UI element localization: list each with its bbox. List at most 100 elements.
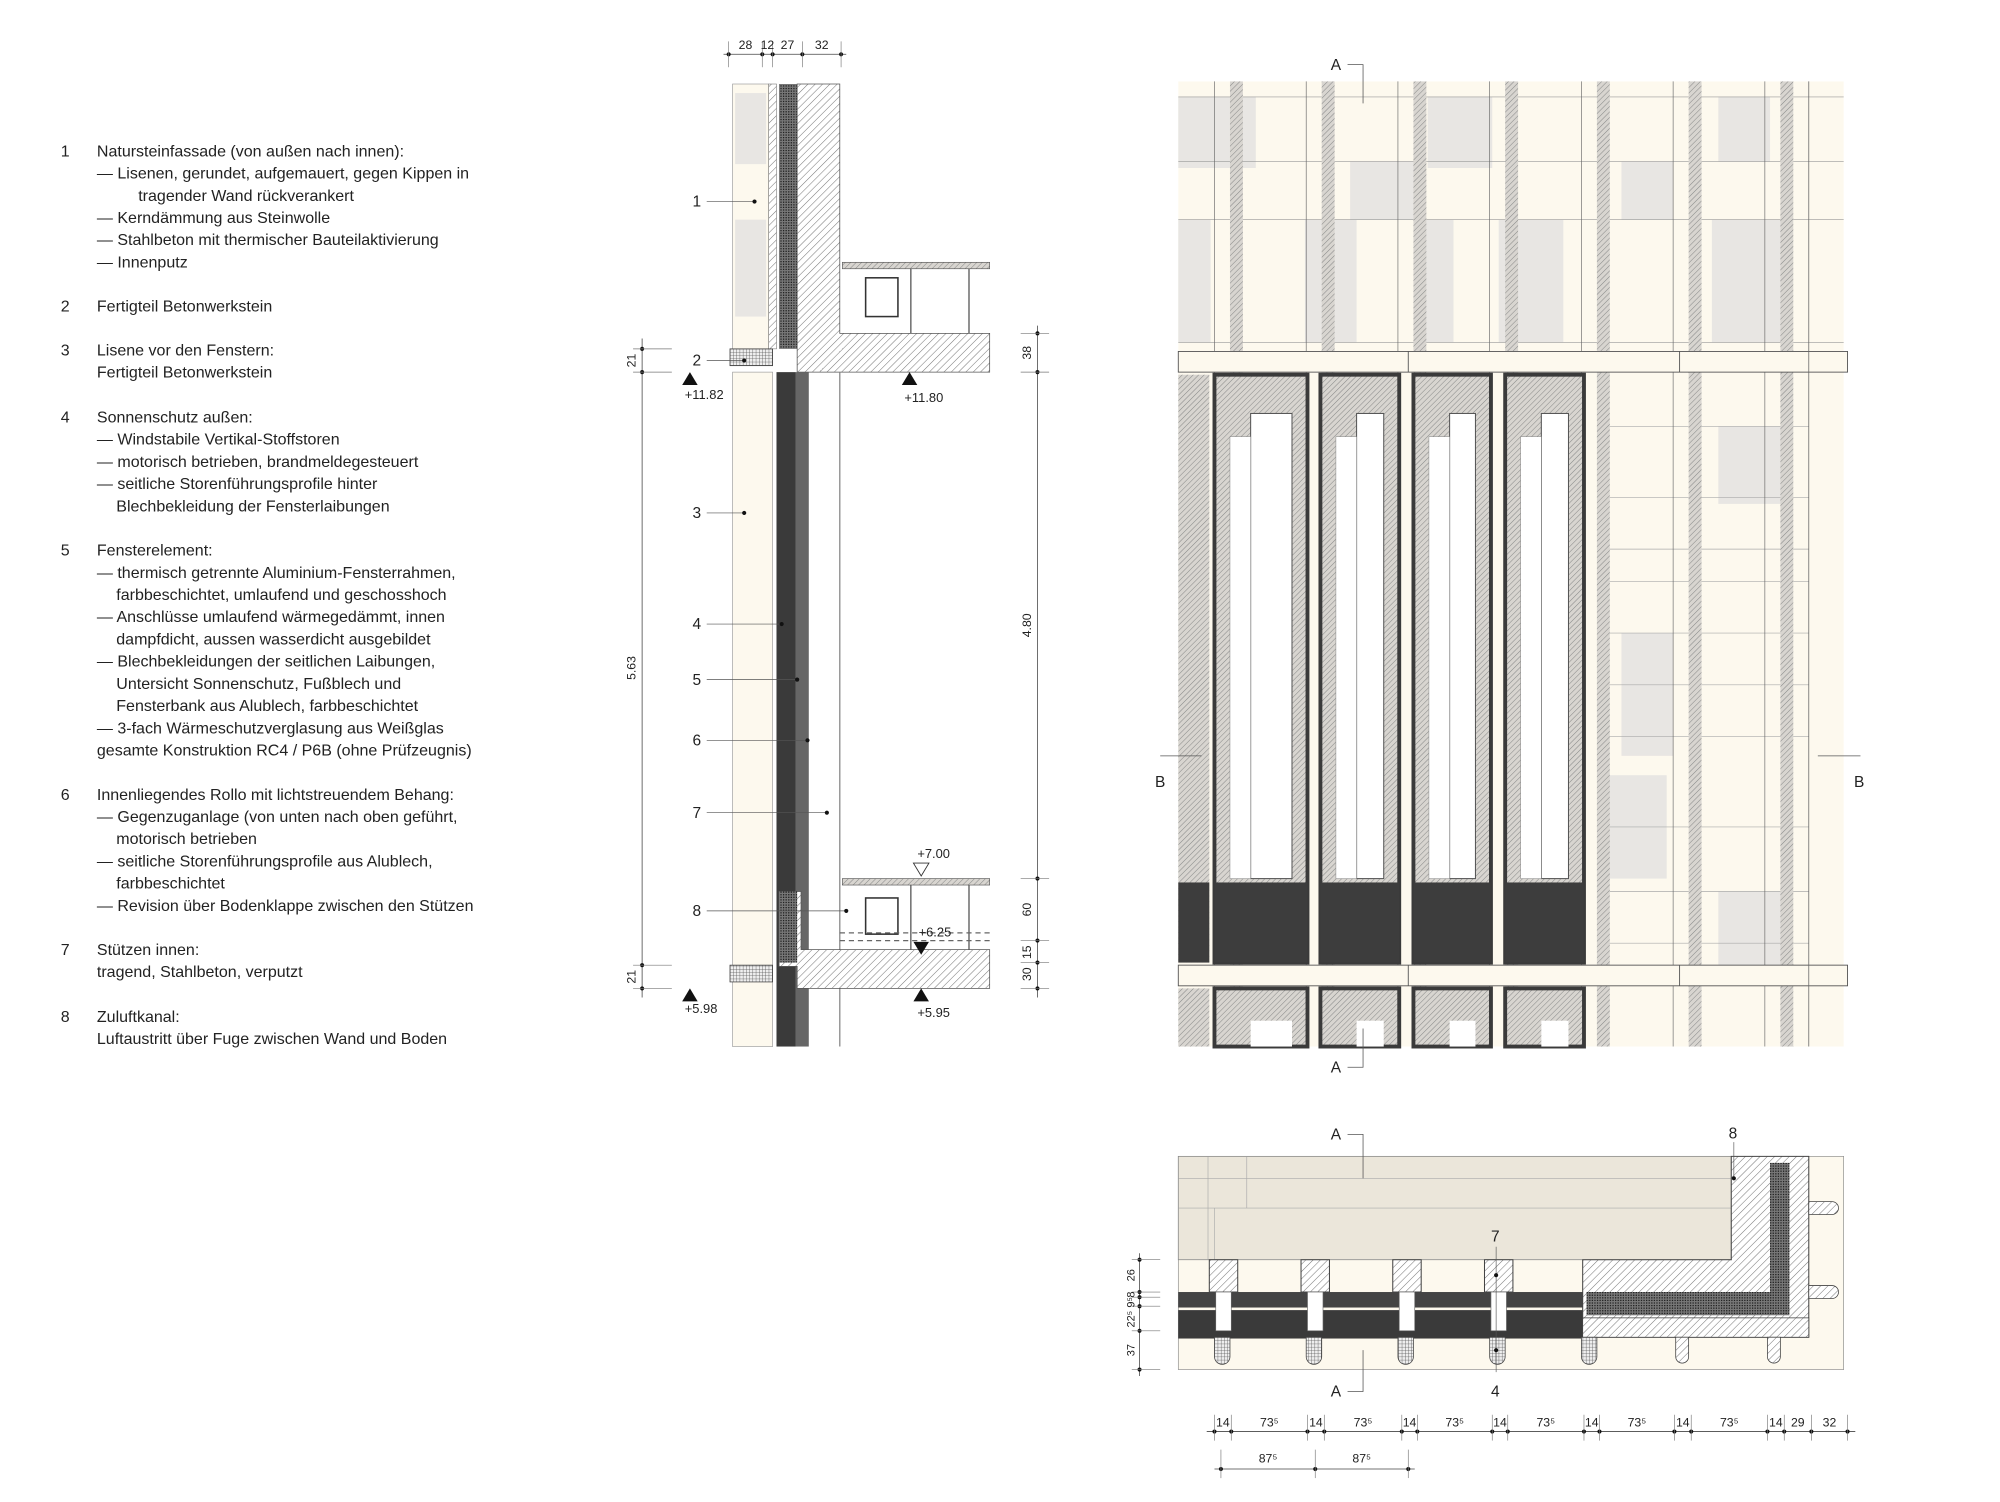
inner-blind: [1178, 1292, 1583, 1308]
window-panel: [1214, 882, 1308, 963]
window-glass: [1229, 436, 1251, 879]
section-right-dim: 38: [1020, 346, 1034, 360]
cut-label-b-left: B: [1155, 774, 1165, 791]
section-callout: 3: [693, 505, 702, 522]
stone-block: [1621, 633, 1674, 756]
section-callout: 5: [693, 672, 702, 689]
plan-bottom-dim: 73⁵: [1445, 1415, 1464, 1429]
rounded-lisene: [1675, 1336, 1690, 1364]
window-partial: [1178, 374, 1210, 963]
section-right-dim: 15: [1020, 945, 1034, 959]
window-glass: [1540, 412, 1569, 880]
legend-line: Fertigteil Betonwerkstein: [97, 297, 272, 315]
section-left-dim: 21: [625, 354, 639, 368]
stone-block: [1718, 426, 1783, 504]
window-glass: [1250, 412, 1293, 880]
legend-line: dampfdicht, aussen wasserdicht ausgebild…: [116, 630, 431, 648]
legend-line: gesamte Konstruktion RC4 / P6B (ohne Prü…: [97, 742, 472, 760]
legend-line: farbbeschichtet, umlaufend und geschossh…: [116, 586, 446, 604]
legend-line: — Kerndämmung aus Steinwolle: [97, 209, 330, 227]
legend-line: — Lisenen, gerundet, aufgemauert, gegen …: [97, 165, 469, 183]
stone-block: [1421, 219, 1454, 343]
legend-number: 2: [61, 297, 70, 315]
window-glass: [1428, 436, 1450, 879]
plan-bottom-dim: 14: [1676, 1415, 1690, 1429]
plan-bottom-dim: 73⁵: [1536, 1415, 1555, 1429]
lisene-base: [1582, 1317, 1810, 1338]
window-panel: [1505, 882, 1584, 963]
section-callout: 6: [693, 733, 702, 750]
section-right-dim: 30: [1020, 967, 1034, 981]
legend-number: 1: [61, 142, 70, 160]
level-marker-open-icon: [912, 862, 930, 877]
level-label: +6.25: [919, 925, 952, 940]
stone-block: [1350, 161, 1422, 220]
stone-block: [1427, 96, 1493, 168]
stone-block: [1178, 219, 1211, 343]
corner-lisene: [1808, 1201, 1839, 1215]
section-top-dim: 32: [815, 38, 829, 52]
legend-line: Luftaustritt über Fuge zwischen Wand und…: [97, 1030, 447, 1048]
legend-number: 6: [61, 786, 70, 804]
level-marker-icon: [682, 988, 698, 1002]
legend-line: — Blechbekleidungen der seitlichen Laibu…: [97, 653, 435, 671]
plan-left-dim: 22⁵: [1125, 1311, 1137, 1328]
stone-block: [1178, 96, 1256, 168]
elevation-labels: A A B B: [1155, 57, 1864, 1077]
cut-label-a-bottom: A: [1331, 1059, 1342, 1076]
mullion: [1215, 1291, 1232, 1332]
stone-block: [1711, 219, 1790, 343]
insulation: [1586, 1162, 1790, 1316]
column: [1483, 1259, 1514, 1293]
plan-left-dim: 8: [1125, 1292, 1137, 1298]
section-callout: 4: [693, 616, 702, 633]
plan-bottom-dim: 14: [1309, 1415, 1323, 1429]
level-label: +5.95: [917, 1005, 950, 1020]
window-panel: [1178, 882, 1210, 963]
legend-line: — seitliche Storenführungsprofile aus Al…: [97, 852, 433, 870]
plan-bottom-dim: 73⁵: [1628, 1415, 1647, 1429]
plan-callout-7: 7: [1491, 1229, 1500, 1246]
pilaster: [1596, 81, 1610, 1047]
vertical-section: [729, 83, 991, 1047]
window-glass: [1356, 1020, 1384, 1047]
mullion: [1307, 1291, 1324, 1332]
window-glass: [1541, 1020, 1569, 1047]
cut-label-a-top: A: [1331, 57, 1342, 74]
plan-left-dim: 37: [1125, 1344, 1137, 1356]
legend: 1 Natursteinfassade (von außen nach innen…: [61, 142, 474, 1048]
rounded-lisene: [1581, 1336, 1598, 1365]
window-glass: [1250, 1020, 1292, 1047]
legend-line: motorisch betrieben: [116, 830, 257, 848]
stone-block: [1621, 161, 1674, 220]
window-glass: [1335, 436, 1357, 879]
legend-number: 4: [61, 409, 70, 427]
legend-line: Fensterelement:: [97, 542, 213, 560]
legend-line: Zuluftkanal:: [97, 1008, 180, 1026]
legend-line: — Gegenzuganlage (von unten nach oben ge…: [97, 808, 458, 826]
plan-cut-label-a-bottom: A: [1331, 1384, 1342, 1401]
level-label: +5.98: [685, 1001, 718, 1016]
glazing-band: [1178, 1310, 1583, 1339]
section-right-dim: 4.80: [1020, 613, 1034, 637]
plan-bottom-dim: 29: [1791, 1415, 1805, 1429]
stone-block: [1718, 891, 1790, 970]
column: [1300, 1259, 1330, 1293]
elevation: [1177, 81, 1848, 1049]
level-label: +7.00: [917, 846, 950, 861]
legend-line: — seitliche Storenführungsprofile hinter: [97, 475, 378, 493]
plan-bottom-dim: 14: [1585, 1415, 1599, 1429]
plan-bottom-dim: 73⁵: [1260, 1415, 1279, 1429]
mullion: [1398, 1291, 1416, 1332]
legend-line: Blechbekleidung der Fensterlaibungen: [116, 497, 389, 515]
plan-bottom-dim: 32: [1823, 1415, 1837, 1429]
level-marker-icon: [682, 372, 698, 386]
column: [1208, 1259, 1239, 1293]
legend-line: Fensterbank aus Alublech, farbbeschichte…: [116, 697, 418, 715]
legend-line: — Anschlüsse umlaufend wärmegedämmt, inn…: [97, 608, 445, 626]
section-callout: 7: [693, 805, 702, 822]
plan-left-dim: 26: [1125, 1269, 1137, 1281]
legend-line: Natursteinfassade (von außen nach innen)…: [97, 142, 404, 160]
